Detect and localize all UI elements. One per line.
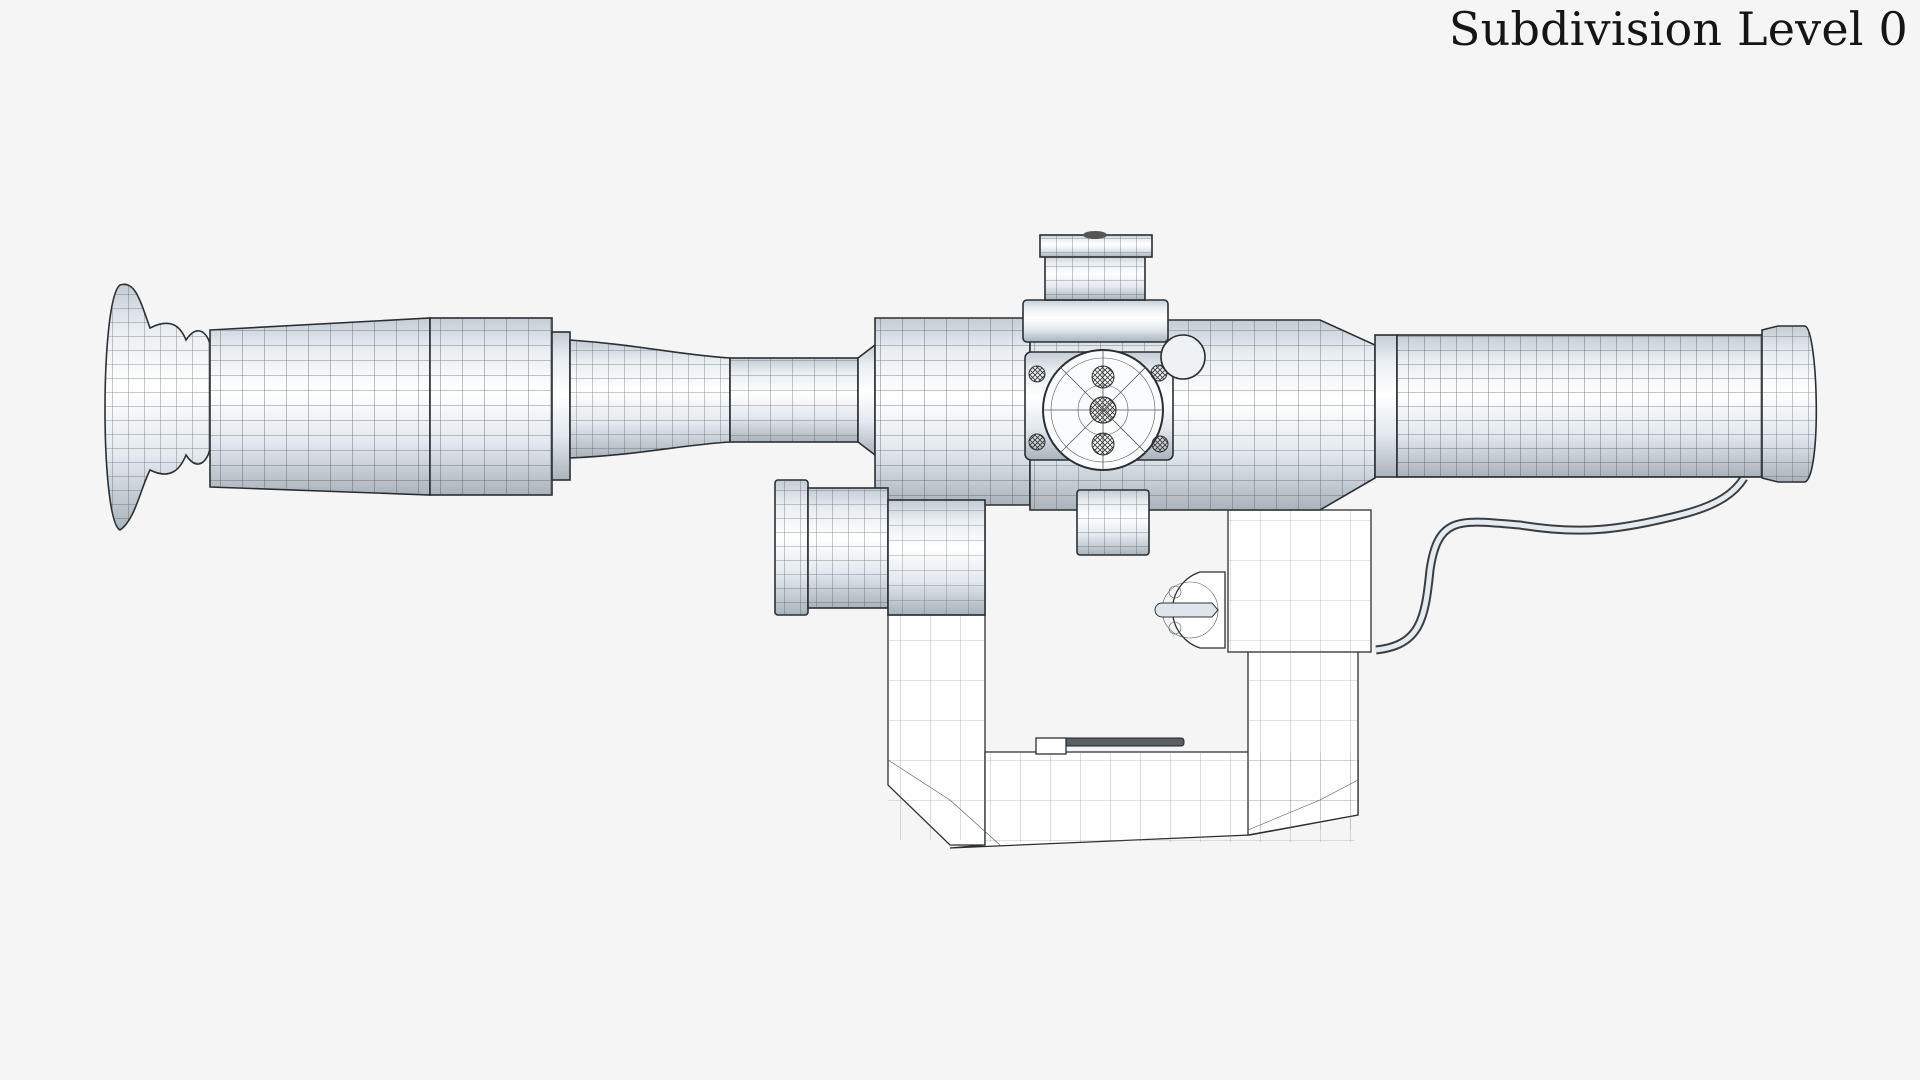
subdivision-level-label: Subdivision Level 0 xyxy=(1448,2,1908,56)
windage-turret xyxy=(1024,349,1174,471)
elevation-turret xyxy=(1022,231,1169,343)
illumination-boss xyxy=(1160,334,1206,380)
bottom-drum xyxy=(1076,489,1150,556)
battery-cap xyxy=(774,479,986,616)
mount-bracket xyxy=(887,504,1372,849)
ocular-housing xyxy=(209,317,876,496)
objective-tube xyxy=(1374,325,1818,483)
lever-knob xyxy=(1154,571,1226,649)
eyecup xyxy=(104,283,211,531)
